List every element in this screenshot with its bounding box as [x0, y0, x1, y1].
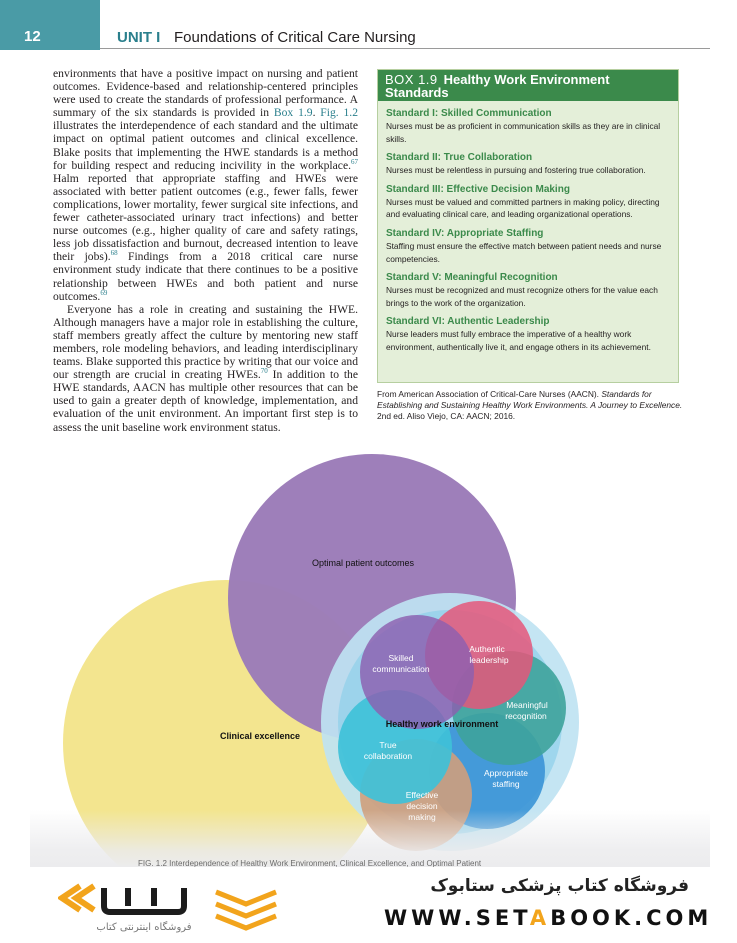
label-hwe: Healthy work environment [386, 719, 499, 729]
label-meaningful-1: Meaningful [506, 700, 548, 710]
standard-1: Standard I: Skilled Communication Nurses… [378, 108, 678, 145]
standard-title: Standard I: Skilled Communication [386, 108, 552, 119]
standard-2: Standard II: True Collaboration Nurses m… [378, 152, 678, 177]
label-skilled-2: communication [372, 664, 429, 674]
label-authentic-2: leadership [469, 655, 508, 665]
standard-title: Standard VI: Authentic Leadership [386, 316, 550, 328]
standard-title: Standard IV: Appropriate Staffing [386, 227, 544, 239]
logo-wordmark-icon [101, 888, 187, 915]
figure-1-2: Optimal patient outcomes Clinical excell… [33, 440, 708, 906]
header-rule [100, 48, 710, 49]
citation-69[interactable]: 69 [100, 288, 108, 297]
box-title-line2: Standards [385, 85, 449, 100]
label-decision-2: decision [406, 801, 437, 811]
box-label: BOX 1.9 [385, 72, 438, 87]
chevrons-icon [58, 883, 96, 913]
label-staffing-1: Appropriate [484, 768, 528, 778]
store-title: فروشگاه کتاب پزشکی ستابوک [430, 876, 689, 896]
running-title: Foundations of Critical Care Nursing [174, 29, 416, 46]
body-text: environments that have a positive impact… [53, 67, 358, 434]
book-stack-icon [215, 889, 277, 931]
label-true-1: True [379, 740, 396, 750]
skilled-comm-circle [360, 615, 474, 729]
store-banner [0, 867, 737, 943]
standard-title: Standard III: Effective Decision Making [386, 183, 570, 195]
standard-title: Standard II: True Collaboration [386, 152, 533, 164]
label-meaningful-2: recognition [505, 711, 547, 721]
box-ref-link[interactable]: Box 1.9 [273, 106, 313, 120]
logo-subtitle: فروشگاه اینترنتی کتاب [96, 921, 191, 933]
venn-diagram: Optimal patient outcomes Clinical excell… [63, 454, 579, 906]
header-tab [0, 0, 100, 50]
citation-67[interactable]: 67 [351, 157, 358, 166]
standard-4: Standard IV: Appropriate Staffing Staffi… [378, 228, 678, 265]
standard-5: Standard V: Meaningful Recognition Nurse… [378, 272, 678, 309]
label-optimal: Optimal patient outcomes [312, 558, 415, 568]
standard-text: Nurses must be relentless in pursuing an… [386, 165, 646, 176]
box-title: Healthy Work Environment [443, 72, 610, 87]
label-authentic-1: Authentic [469, 644, 505, 654]
unit-label: UNIT I [117, 29, 161, 46]
setabook-logo[interactable]: فروشگاه اینترنتی کتاب [58, 880, 278, 936]
label-true-2: collaboration [364, 751, 412, 761]
paragraph-2: Everyone has a role in creating and sust… [53, 302, 359, 434]
standard-title: Standard V: Meaningful Recognition [386, 272, 558, 284]
standard-text: Nurses must be recognized and must recog… [386, 285, 658, 308]
citation-70[interactable]: 70 [260, 367, 268, 376]
standard-6: Standard VI: Authentic Leadership Nurse … [378, 316, 678, 353]
standard-text: Staffing must ensure the effective match… [386, 240, 662, 264]
box-source-note: From American Association of Critical-Ca… [377, 389, 683, 421]
label-decision-1: Effective [406, 790, 439, 800]
page-number: 12 [24, 28, 41, 45]
figure-caption: FIG. 1.2 Interdependence of Healthy Work… [138, 859, 482, 868]
label-staffing-2: staffing [492, 779, 520, 789]
box-header: BOX 1.9 Healthy Work Environment Standard… [378, 70, 678, 101]
citation-68[interactable]: 68 [110, 249, 118, 258]
standard-text: Nurse leaders must fully embrace the imp… [386, 329, 651, 352]
label-skilled-1: Skilled [388, 653, 413, 663]
store-website[interactable]: WWW.SETABOOK.COM [384, 906, 713, 930]
standard-text: Nurses must be as proficient in communic… [386, 121, 661, 144]
figure-fade [30, 810, 710, 868]
fig-ref-link[interactable]: Fig. 1.2 [320, 106, 358, 120]
label-clinical: Clinical excellence [220, 731, 300, 741]
standard-3: Standard III: Effective Decision Making … [378, 184, 678, 221]
paragraph-1: environments that have a positive impact… [53, 67, 359, 303]
standard-text: Nurses must be valued and committed part… [386, 196, 660, 220]
box-1-9: BOX 1.9 Healthy Work Environment Standard… [377, 69, 679, 383]
